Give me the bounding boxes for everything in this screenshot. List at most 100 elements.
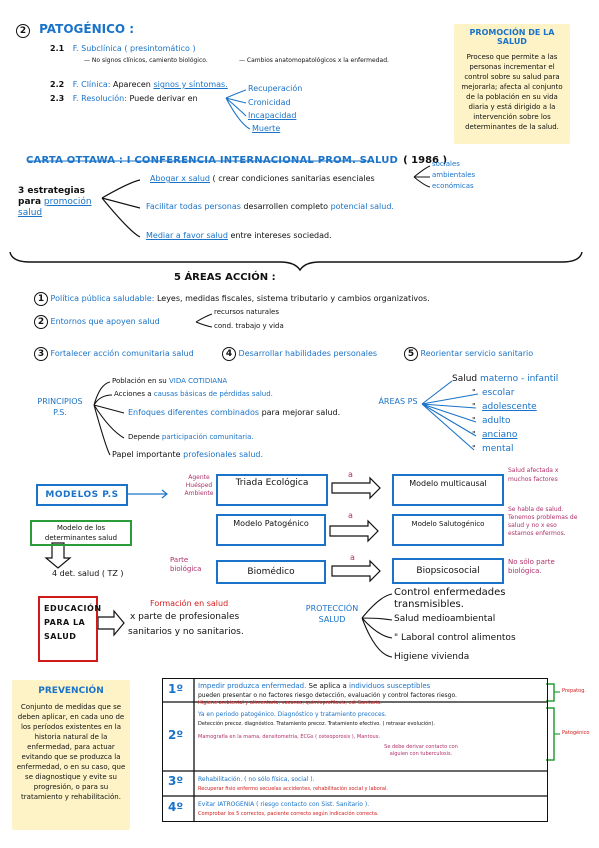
area-ps-anciano: anciano	[482, 430, 518, 440]
estrategia-mediar: Mediar a favor salud entre intereses soc…	[146, 231, 332, 240]
area-ps-adolescente: adolescente	[482, 402, 537, 412]
nivel-3-line1: Rehabilitación. ( no sólo física, social…	[198, 776, 315, 783]
patogenico-box: Modelo Patogénico	[216, 514, 326, 546]
estrategia-abogar: Abogar x salud ( crear condiciones sanit…	[150, 174, 375, 183]
educacion-line2: sanitarios y no sanitarios.	[128, 627, 244, 637]
educacion-box: EDUCACIÓN PARA LA SALUD	[38, 596, 102, 662]
patogenico-number: 2	[16, 24, 30, 38]
agente-huesped-ambiente: Agente Huésped Ambiente	[184, 474, 214, 497]
fase-subclinica: 2.1 F. Subclínica ( presintomático )	[50, 44, 196, 53]
biopsicosocial-box: Biopsicosocial	[392, 558, 504, 584]
ditto-marks: """""	[472, 388, 476, 453]
salutogenico-box: Modelo Salutogénico	[392, 514, 504, 546]
patogenico-title: PATOGÉNICO :	[39, 22, 135, 36]
arrow-a-3: a	[350, 553, 355, 562]
triada-box: Triada Ecológica	[216, 474, 328, 506]
principio-3: Enfoques diferentes combinados para mejo…	[128, 408, 341, 417]
determinantes-label: Modelo de los determinantes salud	[44, 524, 118, 542]
nivel-1-num: 1º	[168, 682, 184, 696]
multicausal-note: Salud afectada x muchos factores	[508, 467, 559, 483]
multicausal-box: Modelo multicausal	[392, 474, 504, 506]
nivel-2-line3: Mamografía en la mama, densitometría, EC…	[198, 734, 381, 740]
opt-economicas: económicas	[432, 182, 474, 190]
ottawa-title-row: CARTA OTTAWA : I CONFERENCIA INTERNACION…	[26, 148, 447, 167]
opt-ambientales: ambientales	[432, 171, 476, 179]
nivel-4-line2: Comprobar los 5 correctos, paciente corr…	[198, 811, 379, 817]
patogenico-model-label: Modelo Patogénico	[233, 519, 309, 528]
niveles-table	[162, 678, 548, 822]
areas-accion-title: 5 ÁREAS ACCIÓN :	[174, 272, 276, 283]
nivel-3-num: 3º	[168, 774, 184, 788]
arrow-a-1: a	[348, 470, 353, 479]
area-ps-mental: mental	[482, 444, 514, 454]
prevencion-title: PREVENCIÓN	[38, 686, 104, 696]
nivel-2-line1: Ya en periodo patogénico. Diagnóstico y …	[198, 711, 387, 718]
proteccion-item-4: Higiene vivienda	[394, 652, 470, 662]
nivel-1-line3: Higiene ambiental y alimentaria, vacunas…	[198, 700, 382, 706]
principio-5: Papel importante profesionales salud.	[112, 450, 264, 459]
estrategia-facilitar: Facilitar todas personas desarrollen com…	[146, 202, 394, 211]
prevencion-box: PREVENCIÓN Conjunto de medidas que se de…	[12, 680, 130, 830]
nivel-prepatog: Prepatog.	[562, 688, 586, 694]
modelos-label: MODELOS P.S	[45, 490, 119, 500]
educacion-label: EDUCACIÓN PARA LA SALUD	[44, 604, 102, 641]
nivel-2-num: 2º	[168, 728, 184, 742]
subclinica-cambios: — Cambios anatomopatológicos x la enferm…	[239, 57, 389, 64]
outcome-recuperacion: Recuperación	[248, 84, 303, 93]
nivel-3-line2: Recuperar fisio enfermo secuelas acciden…	[198, 786, 388, 792]
determinantes-box: Modelo de los determinantes salud	[30, 520, 132, 546]
outcome-incapacidad: Incapacidad	[248, 111, 297, 120]
entornos-condiciones: cond. trabajo y vida	[214, 322, 284, 330]
det-salud-label: 4 det. salud ( TZ )	[52, 569, 124, 578]
salutogenico-label: Modelo Salutogénico	[411, 520, 485, 528]
area-ps-escolar: escolar	[482, 388, 515, 398]
area-ps-materno: Salud materno - infantil	[452, 374, 559, 384]
nivel-patogenico: Patogénico	[562, 730, 590, 736]
triada-label: Triada Ecológica	[235, 478, 309, 488]
nivel-1-line2: pueden presentar o no factores riesgo de…	[198, 692, 457, 699]
ottawa-year: ( 1986 )	[403, 155, 448, 166]
area-fortalecer: 3 Fortalecer acción comunitaria salud	[34, 347, 194, 361]
principio-4: Depende participación comunitaria.	[128, 433, 254, 441]
nivel-1-line1: Impedir produzca enfermedad. Se aplica a…	[198, 682, 431, 690]
principio-2: Acciones a causas básicas de pérdidas sa…	[114, 390, 273, 398]
fase-clinica: 2.2 F. Clínica: Aparecen signos y síntom…	[50, 80, 228, 89]
areas-ps-label: ÁREAS PS	[378, 397, 418, 406]
area-ps-adulto: adulto	[482, 416, 511, 426]
biopsicosocial-note: No sólo parte biológica.	[508, 558, 555, 575]
nivel-2-line2: Detección precoz. diagnóstico. Tratamien…	[198, 721, 435, 727]
prevencion-text: Conjunto de medidas que se deben aplicar…	[16, 703, 126, 801]
principio-1: Población en su VIDA COTIDIANA	[112, 377, 228, 385]
proteccion-item-3: " Laboral control alimentos	[394, 633, 516, 643]
promocion-title: PROMOCIÓN DE LA SALUD	[469, 28, 555, 46]
subclinica-signos: — No signos clínicos, camiento biológico…	[84, 57, 208, 64]
educacion-line1: x parte de profesionales	[130, 612, 240, 622]
proteccion-label: PROTECCIÓN SALUD	[305, 604, 359, 624]
biomedico-label: Biomédico	[247, 567, 295, 577]
area-habilidades: 4 Desarrollar habilidades personales	[222, 347, 377, 361]
promocion-text: Proceso que permite a las personas incre…	[461, 53, 563, 131]
biopsicosocial-label: Biopsicosocial	[416, 566, 480, 576]
arrow-a-2: a	[348, 511, 353, 520]
modelos-box: MODELOS P.S	[36, 484, 128, 506]
area-reorientar: 5 Reorientar servicio sanitario	[404, 347, 533, 361]
proteccion-item-1: Control enfermedades transmisibles.	[394, 587, 506, 610]
outcome-cronicidad: Cronicidad	[248, 98, 291, 107]
promocion-box: PROMOCIÓN DE LA SALUD Proceso que permit…	[454, 24, 570, 144]
area-politica: 1 Política pública saludable: Leyes, med…	[34, 292, 430, 306]
outcome-muerte: Muerte	[252, 124, 281, 133]
multicausal-label: Modelo multicausal	[409, 479, 487, 488]
estrategias-label: 3 estrategias para promoción salud	[18, 186, 92, 218]
area-entornos: 2 Entornos que apoyen salud	[34, 315, 160, 329]
opt-sociales: sociales	[432, 160, 460, 168]
ottawa-title: CARTA OTTAWA : I CONFERENCIA INTERNACION…	[26, 155, 399, 166]
patogenico-heading: 2 PATOGÉNICO :	[16, 18, 134, 38]
proteccion-item-2: Salud medioambiental	[394, 614, 496, 624]
biomedico-box: Biomédico	[216, 560, 326, 584]
nivel-4-line1: Evitar IATROGENIA ( riesgo contacto con …	[198, 801, 370, 808]
formacion-salud: Formación en salud	[150, 599, 229, 608]
parte-biologica: Parte biológica	[170, 556, 202, 573]
nivel-4-num: 4º	[168, 800, 184, 814]
salutogenico-note: Se habla de salud. Tenemos problemas de …	[508, 506, 578, 537]
